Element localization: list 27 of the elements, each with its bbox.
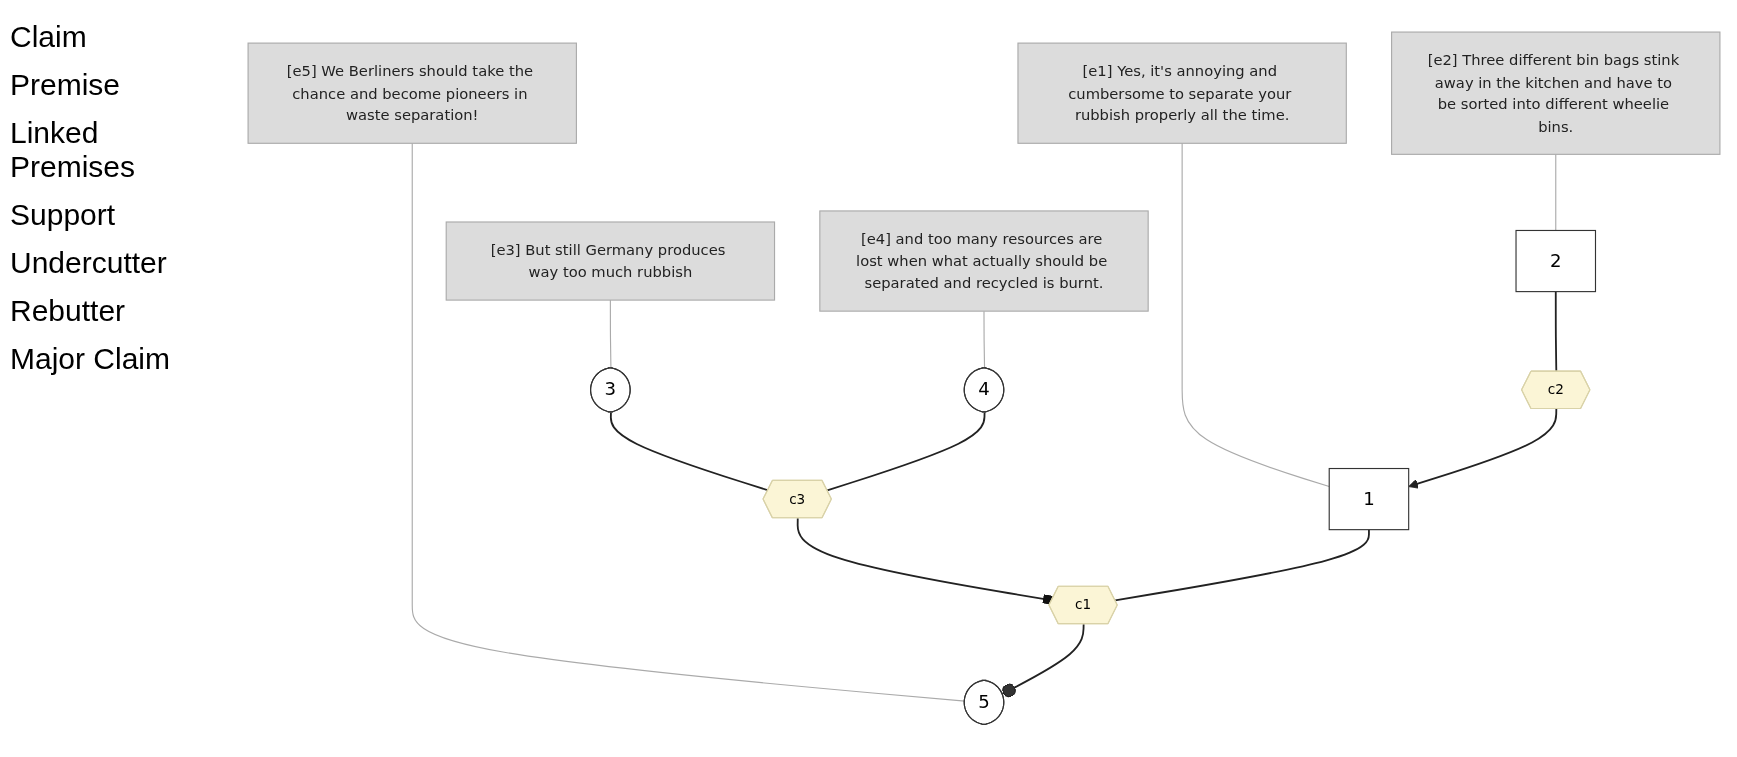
- annotation-text: Linked Premises: [10, 116, 137, 184]
- connector-line: [1001, 623, 1085, 698]
- connector-line: [796, 517, 1053, 606]
- annotation-text: Premise: [10, 68, 122, 102]
- annotation-text: Rebutter: [10, 294, 127, 328]
- proposition-box: 1: [1328, 468, 1409, 531]
- proposition-ellipse: 4: [963, 367, 1004, 413]
- annotation-text: Claim: [10, 20, 88, 54]
- proposition-ellipse: 5: [963, 679, 1004, 726]
- connector-node: c1: [1047, 585, 1118, 625]
- text-box: [e1] Yes, it's annoying and cumbersome to separate your rubbish properly all the time.: [1016, 42, 1347, 145]
- connector-line: [1113, 529, 1370, 602]
- text-box: [e4] and too many resources are lost when what actually should be separated and recycled is burnt.: [818, 210, 1149, 312]
- connector-line: [1554, 290, 1557, 373]
- text-box: [e2] Three different bin bags stink away in the kitchen and have to be sorted into different wheelie bins.: [1390, 31, 1720, 156]
- annotation-text: Undercutter: [10, 246, 168, 280]
- annotation-text: Support: [10, 198, 117, 232]
- connector-line: [1554, 154, 1556, 232]
- proposition-ellipse: 3: [589, 367, 631, 413]
- connector-line: [609, 411, 769, 492]
- text-box: [e5] We Berliners should take the chance and become pioneers in waste separation!: [247, 42, 577, 145]
- text-box: [e3] But still Germany produces way too much rubbish: [445, 221, 775, 301]
- annotation-text: Major Claim: [10, 342, 172, 376]
- connector-node: c2: [1520, 370, 1590, 410]
- connector-line: [825, 411, 985, 492]
- proposition-box: 2: [1514, 230, 1596, 293]
- connector-node: c3: [761, 480, 832, 519]
